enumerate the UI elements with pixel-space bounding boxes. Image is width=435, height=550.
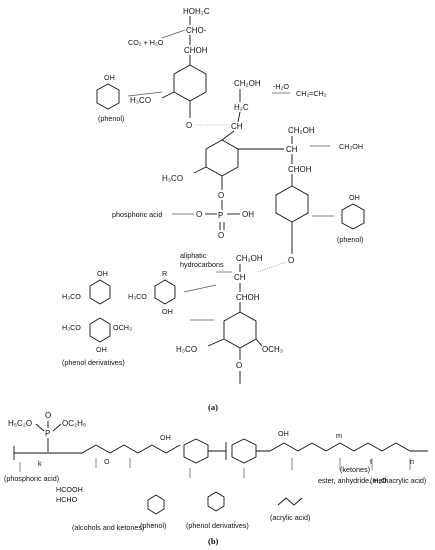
guaiacol-methoxy: H₃CO [62,292,81,301]
chain2-ch: CH [231,122,243,131]
arrow-phenol-1 [127,91,163,97]
product-aliphatic-1: aliphatic [180,251,207,260]
p-atom: P [45,429,50,438]
product-phenol-deriv-ring-b [207,491,225,512]
backbone-1 [48,444,181,454]
subst-oh: OH [162,307,173,316]
chain4-ch: CH [234,273,246,282]
syringol-ring [89,317,111,343]
top-chain-cho: CHO- [186,26,207,35]
degradation-arrows [19,458,411,478]
syringol-methoxy-left: H₃CO [62,323,81,332]
product-alcohols-ketones: (alcohols and ketones) [72,523,144,532]
phenol-2-oh: OH [349,193,360,202]
subscript-m: m [336,431,342,440]
ring-1 [173,64,207,102]
subst-methoxy: H₃CO [128,292,147,301]
bisphenol-ring-1 [183,438,209,464]
chain4-ch2oh: CH₂OH [236,254,263,263]
ethoxy-right: OC₂H₅ [62,419,86,428]
panel-a: HOH₂C CHO- CHOH CO₂ + H₂O H₃CO O OH (phe… [62,7,365,412]
subscript-n: n [410,457,414,466]
methoxy-4: OCH₃ [262,345,283,354]
product-ester: ester, anhydride, H₂O [318,476,387,485]
panel-b-label: (b) [208,536,219,546]
product-acrylic-acid: (acrylic acid) [270,513,310,522]
arrow-co2 [161,29,186,39]
product-phosphoric-acid-b: (phosphoric acid) [4,474,59,483]
product-methanol: CH₃OH [339,142,363,151]
product-co2-h2o: CO₂ + H₂O [128,38,164,47]
phosphate-p: P [218,211,223,220]
phosphate-oh: OH [242,210,254,219]
subscript-k: k [38,459,42,468]
p-double-o: O [45,411,51,420]
phosphate-double-o: O [218,231,224,240]
product-ethylene: CH₂=CH₂ [296,89,327,98]
syringol-methoxy-right: OCH₃ [113,323,132,332]
product-phenol-2: (phenol) [337,235,363,244]
chain2-h2c: H₂C [234,103,249,112]
ring-4 [223,311,257,349]
phenol-1-oh: OH [104,73,115,82]
ether-o-2: O [288,256,294,265]
bisphenol-ring-2 [231,438,257,464]
backbone-o-1: O [104,457,110,466]
chain3-choh: CHOH [288,165,312,174]
product-formaldehyde: HCHO [56,495,78,504]
product-phosphoric-acid: phosphoric acid [112,210,162,219]
product-methacrylic-acid: (methacrylic acid) [370,476,426,485]
product-phenol-derivatives-b: (phenol derivatives) [186,521,249,530]
methoxy-3: H₃CO [176,345,197,354]
product-phenol-ring-b [147,494,165,515]
product-phenol-1: (phenol) [98,114,124,123]
arrow-subst-phenol [183,284,217,293]
subst-r: R [162,269,167,278]
ether-o-1: O [186,121,192,130]
backbone-oh: OH [160,433,171,442]
chain4-choh: CHOH [236,293,260,302]
backbone-2 [256,442,327,452]
panel-b: H₅C₂O OC₂H₅ P O k O OH OH m t n (phospho… [4,411,428,546]
product-phenol-b: (phenol) [140,521,166,530]
syringol-oh: OH [96,345,107,354]
backbone-oh-2: OH [278,429,289,438]
methoxy-1: H₃CO [130,96,151,105]
chain2-ch2oh: CH₂OH [234,79,261,88]
ring-3 [275,185,309,223]
product-formic-acid: HCOOH [56,485,83,494]
ring-2 [205,139,239,177]
chain3-ch2oh: CH₂OH [288,126,315,135]
acrylic-skeleton [277,497,303,506]
product-aliphatic-2: hydrocarbons [180,260,224,269]
guaiacol-oh: OH [97,269,108,278]
top-chain-ch2oh: HOH₂C [183,7,210,16]
backbone-3 [325,442,428,452]
chain3-ch: CH [286,145,298,154]
subscript-t: t [370,457,372,466]
subst-phenol-ring [154,279,176,305]
methoxy-2: H₃CO [162,174,183,183]
product-ketones: (ketones) [340,465,370,474]
phenol-ring-1 [96,83,120,110]
panel-a-label: (a) [208,402,218,412]
phosphate-o-left: O [196,210,202,219]
phenol-ring-2 [341,203,365,230]
product-phenol-derivatives: (phenol derivatives) [62,358,125,367]
ethoxy-left: H₅C₂O [8,419,32,428]
guaiacol-ring [89,279,111,305]
minus-h2o: -H₂O [273,82,289,91]
ether-o-3: O [236,361,242,370]
top-chain-choh: CHOH [184,46,208,55]
phosphate-o: O [218,191,224,200]
